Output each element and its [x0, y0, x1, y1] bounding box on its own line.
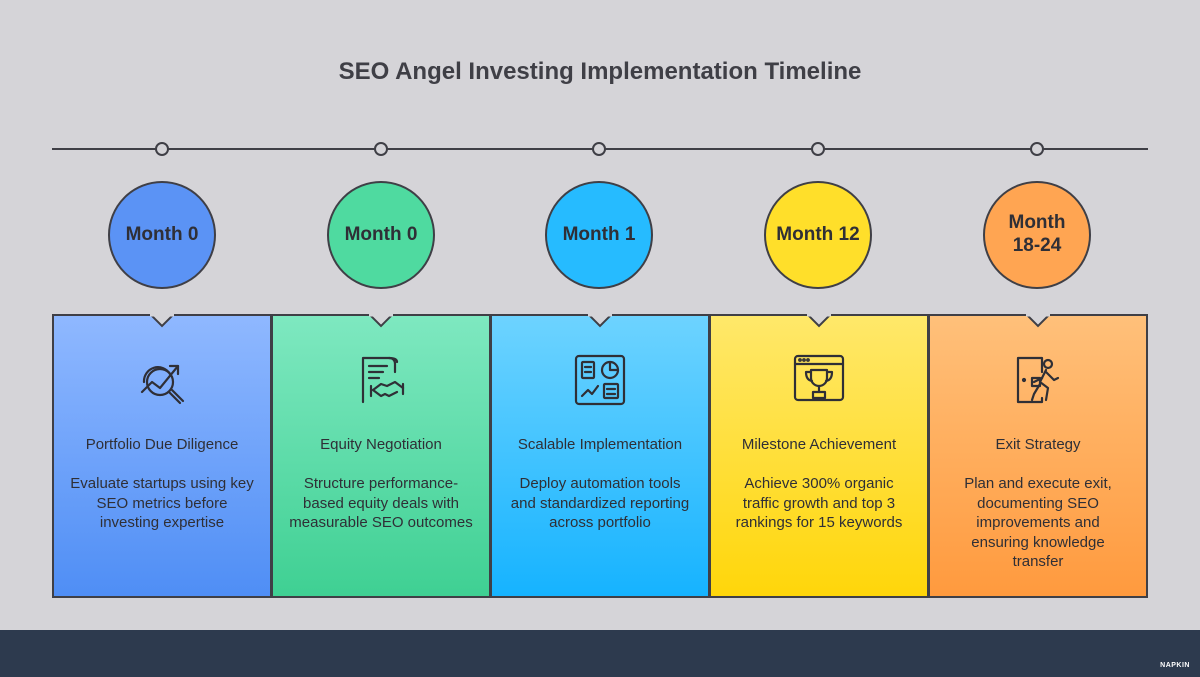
- period-badge: Month 12: [764, 181, 872, 289]
- card-heading: Equity Negotiation: [320, 436, 442, 453]
- page-title: SEO Angel Investing Implementation Timel…: [338, 58, 862, 85]
- footer-bar: NAPKIN: [0, 630, 1200, 677]
- step-card: Equity Negotiation Structure performance…: [271, 314, 491, 598]
- exit-door-icon: [1016, 356, 1060, 404]
- period-badge: Month 0: [108, 181, 216, 289]
- step-card: Exit Strategy Plan and execute exit, doc…: [928, 314, 1148, 598]
- dashboard-icon: [574, 354, 626, 406]
- timeline-tick: [592, 142, 606, 156]
- card-description: Plan and execute exit, documenting SEO i…: [964, 475, 1112, 570]
- magnifier-chart-icon: [140, 364, 185, 405]
- contract-handshake-icon: [361, 356, 405, 404]
- step-card: Portfolio Due Diligence Evaluate startup…: [52, 314, 272, 598]
- trophy-browser-icon: [793, 354, 845, 402]
- timeline-tick: [374, 142, 388, 156]
- period-badge: Month 1: [545, 181, 653, 289]
- card-heading: Portfolio Due Diligence: [85, 436, 239, 453]
- card-heading: Scalable Implementation: [517, 436, 683, 453]
- card-description: Structure performance-based equity deals…: [289, 475, 473, 531]
- card-description: Evaluate startups using key SEO metrics …: [70, 475, 254, 531]
- period-badge: Month 0: [327, 181, 435, 289]
- card-heading: Exit Strategy: [995, 436, 1081, 453]
- timeline-tick: [1030, 142, 1044, 156]
- timeline-tick: [811, 142, 825, 156]
- footer-brand: NAPKIN: [1160, 662, 1190, 669]
- step-card: Scalable Implementation Deploy automatio…: [490, 314, 710, 598]
- card-heading: Milestone Achievement: [741, 436, 897, 453]
- card-description: Achieve 300% organic traffic growth and …: [735, 475, 903, 531]
- card-description: Deploy automation tools and standardized…: [510, 475, 690, 531]
- timeline-tick: [155, 142, 169, 156]
- period-badge: Month 18-24: [983, 181, 1091, 289]
- step-card: Milestone Achievement Achieve 300% organ…: [709, 314, 929, 598]
